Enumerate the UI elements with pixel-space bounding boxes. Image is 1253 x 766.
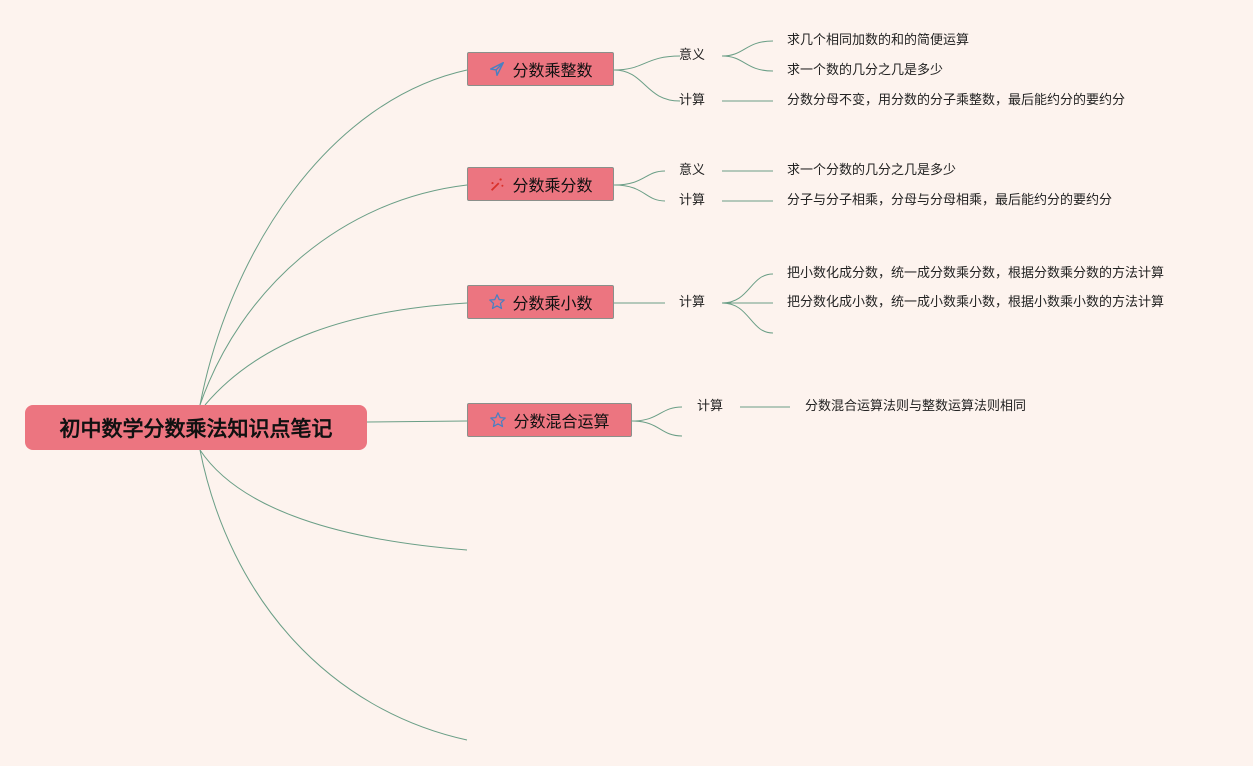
connector [199,449,468,551]
branch-label: 分数乘整数 [512,61,593,80]
branch-label: 分数乘分数 [512,176,593,195]
star-icon [489,294,506,310]
subtopic-calculation[interactable]: 计算 [679,295,706,310]
root-node[interactable]: 初中数学分数乘法知识点笔记 [25,405,367,450]
branch-label: 分数混合运算 [513,412,610,431]
leaf-text[interactable]: 把分数化成小数，统一成小数乘小数，根据小数乘小数的方法计算 [787,295,1165,310]
connector [199,184,468,406]
root-label: 初中数学分数乘法知识点笔记 [59,416,333,441]
branch-node-fraction-times-fraction[interactable]: 分数乘分数 [467,167,614,201]
connector [366,420,468,423]
branch-label: 分数乘小数 [512,294,593,313]
star-icon [490,412,507,428]
leaf-text[interactable]: 求几个相同加数的和的简便运算 [787,33,970,48]
leaf-text[interactable]: 求一个分数的几分之几是多少 [787,163,957,178]
leaf-text[interactable]: 分数分母不变，用分数的分子乘整数，最后能约分的要约分 [787,93,1126,108]
branch-node-mixed-operations[interactable]: 分数混合运算 [467,403,632,437]
subtopic-calculation[interactable]: 计算 [679,93,706,108]
subtopic-calculation[interactable]: 计算 [697,399,724,414]
leaf-text[interactable]: 把小数化成分数，统一成分数乘分数，根据分数乘分数的方法计算 [787,266,1165,281]
branch-node-fraction-times-integer[interactable]: 分数乘整数 [467,52,614,86]
subtopic-meaning[interactable]: 意义 [679,163,706,178]
leaf-text[interactable]: 求一个数的几分之几是多少 [787,63,944,78]
connector [199,69,468,406]
magic-wand-icon [491,178,504,191]
connector [204,302,468,406]
connector [199,449,468,741]
branch-node-fraction-times-decimal[interactable]: 分数乘小数 [467,285,614,319]
leaf-text[interactable]: 分数混合运算法则与整数运算法则相同 [805,399,1027,414]
leaf-text[interactable]: 分子与分子相乘，分母与分母相乘，最后能约分的要约分 [787,193,1113,208]
paper-plane-icon [490,61,505,77]
subtopic-meaning[interactable]: 意义 [679,48,706,63]
subtopic-calculation[interactable]: 计算 [679,193,706,208]
